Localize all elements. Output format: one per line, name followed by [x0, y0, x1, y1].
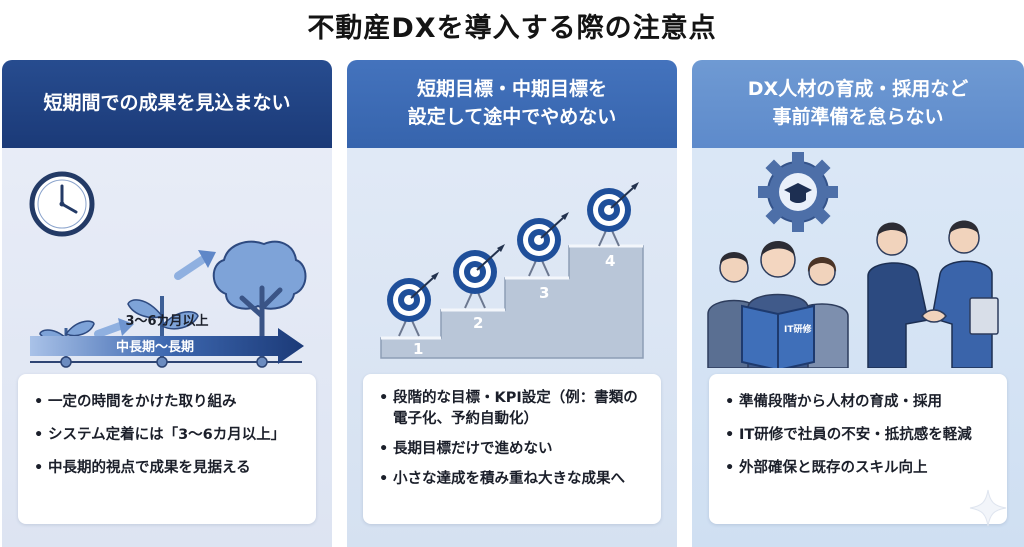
- target-icon: [387, 272, 439, 337]
- book-label: IT研修: [784, 323, 812, 335]
- timeline-label: 3〜6カ月以上: [125, 314, 209, 329]
- step-number: 2: [473, 314, 483, 332]
- arrow-label: 中長期〜長期: [115, 340, 194, 355]
- list-item: 小さな達成を積み重ね大きな成果へ: [379, 469, 647, 490]
- stairs-illustration: 1 2 3 4: [380, 182, 644, 359]
- list-item: 外部確保と既存のスキル向上: [725, 458, 993, 479]
- bullet-card: 一定の時間をかけた取り組み システム定着には「3〜6カ月以上」 中長期的視点で成…: [18, 374, 316, 524]
- bullet-card: 準備段階から人材の育成・採用 IT研修で社員の不安・抵抗感を軽減 外部確保と既存…: [709, 374, 1007, 524]
- sparkle-icon: [969, 489, 1007, 527]
- list-item: IT研修で社員の不安・抵抗感を軽減: [725, 425, 993, 446]
- list-item: 中長期的視点で成果を見据える: [34, 458, 302, 479]
- column-short-term: 短期間での成果を見込まない: [2, 60, 332, 547]
- step-number: 1: [413, 340, 423, 358]
- column-talent: DX人材の育成・採用など 事前準備を怠らない: [692, 60, 1024, 547]
- column-heading: DX人材の育成・採用など 事前準備を怠らない: [692, 60, 1024, 148]
- clock-icon: [29, 171, 95, 237]
- list-item: 長期目標だけで進めない: [379, 439, 647, 460]
- list-item: 準備段階から人材の育成・採用: [725, 392, 993, 413]
- bullet-card: 段階的な目標・KPI設定（例：書類の電子化、予約自動化） 長期目標だけで進めない…: [363, 374, 661, 524]
- gear-graduation-icon: [758, 152, 838, 232]
- list-item: 段階的な目標・KPI設定（例：書類の電子化、予約自動化）: [379, 388, 647, 430]
- handshake-icon: [867, 220, 999, 368]
- column-heading: 短期間での成果を見込まない: [2, 60, 332, 148]
- target-icon: [453, 244, 505, 309]
- step-number: 3: [539, 284, 549, 302]
- page-title: 不動産DXを導入する際の注意点: [307, 13, 717, 44]
- step-number: 4: [605, 252, 615, 270]
- target-icon: [587, 182, 639, 247]
- list-item: 一定の時間をかけた取り組み: [34, 392, 302, 413]
- timeline-arrow: [30, 328, 304, 364]
- people-icon: [707, 241, 849, 368]
- list-item: システム定着には「3〜6カ月以上」: [34, 425, 302, 446]
- column-goals: 短期目標・中期目標を 設定して途中でやめない: [347, 60, 677, 547]
- column-heading: 短期目標・中期目標を 設定して途中でやめない: [347, 60, 677, 148]
- target-icon: [517, 212, 569, 277]
- talent-illustration: IT研修: [707, 152, 999, 368]
